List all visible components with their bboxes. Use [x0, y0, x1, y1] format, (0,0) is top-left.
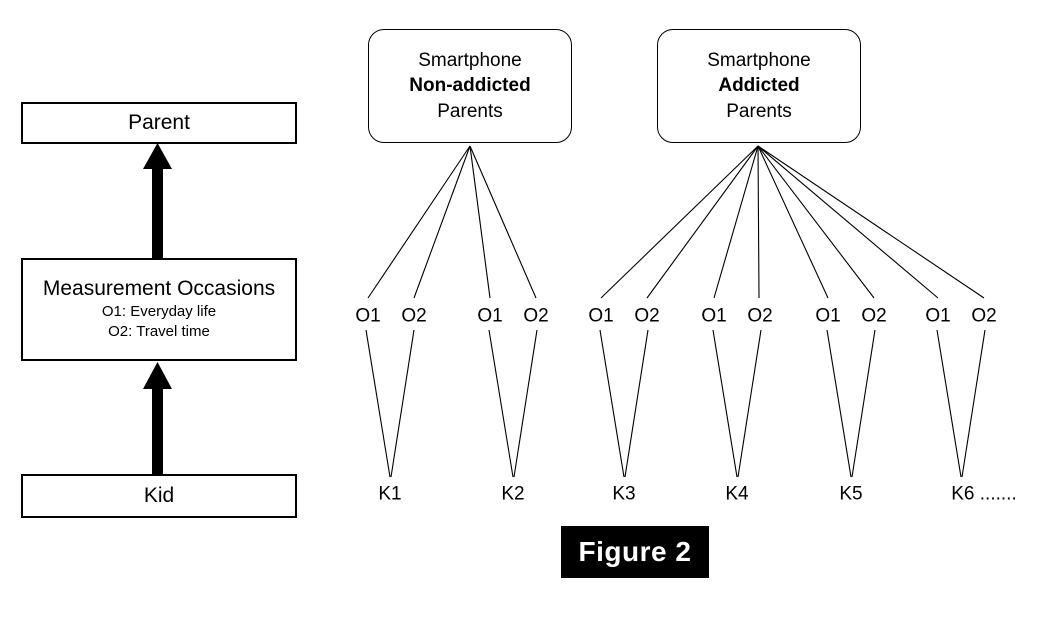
edge-addicted-to-o1d — [757, 145, 939, 299]
kid-node-k3: K3 — [612, 483, 636, 505]
occasion-node-1: O1 — [355, 305, 381, 327]
occasion-node-8: O2 — [747, 305, 773, 327]
occasion-node-4: O2 — [523, 305, 549, 327]
edge-nonaddicted-to-o1b — [469, 145, 491, 299]
edge-o2d-to-k4 — [737, 329, 762, 478]
kid-node-k1: K1 — [378, 483, 402, 505]
measurement-box-line-o2: O2: Travel time — [108, 323, 210, 341]
group-box-addicted-parents: Smartphone Addicted Parents — [657, 29, 861, 143]
kid-node-k4: K4 — [725, 483, 749, 505]
edge-addicted-to-o2c — [757, 145, 875, 299]
measurement-box-line-o1: O1: Everyday life — [101, 302, 217, 320]
edge-o2c-to-k3 — [624, 329, 649, 478]
edge-o1b-to-k2 — [488, 329, 514, 478]
kid-box-label: Kid — [143, 483, 175, 507]
kid-box: Kid — [21, 474, 297, 518]
group-nonaddicted-line2: Non-addicted — [409, 75, 531, 97]
edge-addicted-to-o2d — [757, 145, 985, 299]
figure-caption: Figure 2 — [561, 526, 709, 578]
edge-addicted-to-o1b — [713, 145, 759, 299]
group-addicted-line2: Addicted — [718, 75, 800, 97]
edge-addicted-to-o2a — [646, 145, 759, 299]
kid-node-k5: K5 — [839, 483, 863, 505]
occasion-node-3: O1 — [477, 305, 503, 327]
edge-o2e-to-k5 — [851, 329, 876, 478]
edge-o1f-to-k6 — [936, 329, 962, 478]
occasion-node-10: O2 — [861, 305, 887, 327]
occasion-node-9: O1 — [815, 305, 841, 327]
group-box-non-addicted-parents: Smartphone Non-addicted Parents — [368, 29, 572, 143]
group-addicted-line3: Parents — [726, 100, 792, 122]
edge-nonaddicted-to-o1a — [367, 145, 471, 299]
measurement-box-title: Measurement Occasions — [42, 276, 276, 300]
group-addicted-line1: Smartphone — [707, 50, 811, 72]
measurement-to-parent-arrow — [143, 143, 172, 259]
kid-node-k2: K2 — [501, 483, 525, 505]
edge-o1c-to-k3 — [599, 329, 625, 478]
edge-addicted-to-o1a — [600, 145, 759, 299]
occasion-node-12: O2 — [971, 305, 997, 327]
edge-nonaddicted-to-o2a — [413, 145, 471, 299]
edge-o2a-to-k1 — [390, 329, 415, 478]
group-nonaddicted-line3: Parents — [437, 100, 503, 122]
parent-box-label: Parent — [128, 110, 190, 134]
edge-nonaddicted-to-o2b — [469, 145, 537, 299]
measurement-occasions-box: Measurement Occasions O1: Everyday life … — [21, 258, 297, 361]
occasion-node-11: O1 — [925, 305, 951, 327]
edge-o1e-to-k5 — [826, 329, 852, 478]
occasion-node-5: O1 — [588, 305, 614, 327]
edge-addicted-to-o1c — [757, 145, 829, 299]
edge-o2f-to-k6 — [961, 329, 986, 478]
edge-o2b-to-k2 — [513, 329, 538, 478]
kid-to-measurement-arrow — [143, 362, 172, 475]
occasion-node-6: O2 — [634, 305, 660, 327]
group-nonaddicted-line1: Smartphone — [418, 50, 522, 72]
kid-node-k6: K6 ....... — [951, 483, 1017, 505]
parent-box: Parent — [21, 102, 297, 144]
occasion-node-2: O2 — [401, 305, 427, 327]
occasion-node-7: O1 — [701, 305, 727, 327]
edge-o1a-to-k1 — [365, 329, 391, 478]
edge-o1d-to-k4 — [712, 329, 738, 478]
edge-addicted-to-o2b — [757, 145, 760, 299]
